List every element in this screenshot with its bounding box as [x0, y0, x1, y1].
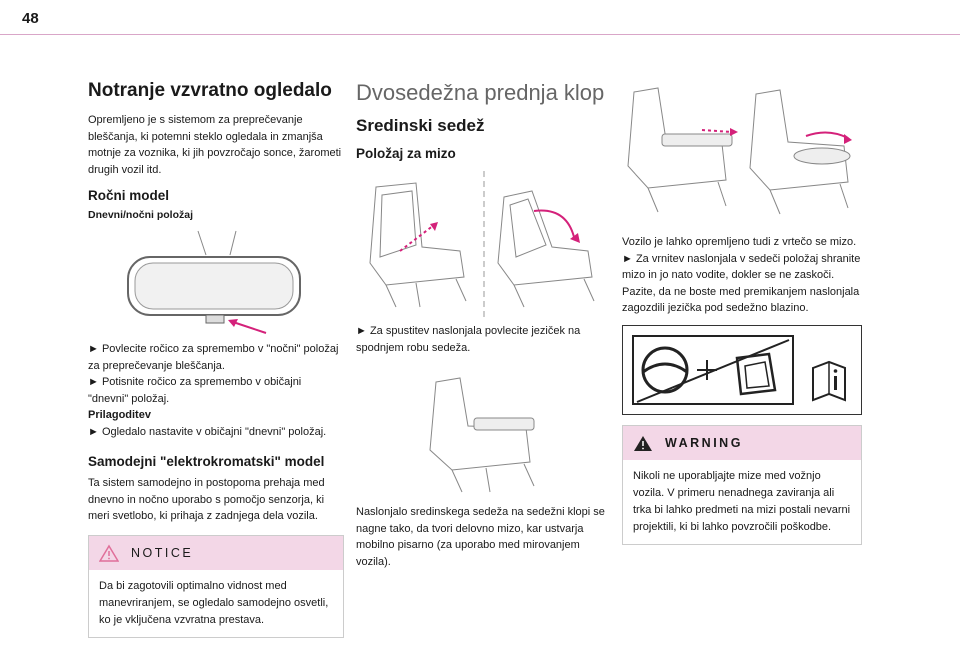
- mirror-step-2: ► Potisnite ročico za spremembo v običaj…: [88, 376, 302, 405]
- notice-title: NOTICE: [131, 545, 194, 560]
- table-text-2: ► Za vrnitev naslonjala v sedeči položaj…: [622, 252, 861, 282]
- warning-header: WARNING: [623, 425, 861, 460]
- warning-triangle-icon: [634, 435, 652, 451]
- airbag-steering-icon: [641, 346, 689, 393]
- bench-step-1: ► Za spustitev naslonjala povlecite jezi…: [356, 325, 581, 354]
- table-text-1: Vozilo je lahko opremljeno tudi z vrtečo…: [622, 236, 857, 248]
- airbag-warning-pictogram: [622, 324, 862, 415]
- seat-fold-illustration: [369, 171, 595, 317]
- mirror-step-1: ► Povlecite ročico za spremembo v "nočni…: [88, 343, 339, 372]
- warning-text: Nikoli ne uporabljajte mize med vožnjo v…: [633, 469, 851, 533]
- notice-header: NOTICE: [89, 535, 343, 570]
- section-title-mirror: Notranje vzvratno ogledalo: [88, 80, 332, 101]
- daynight-title: Dnevni/nočni položaj: [88, 209, 194, 221]
- child-seat-icon: [735, 352, 777, 395]
- electrochromic-title: Samodejni "elektrokromatski" model: [88, 454, 325, 469]
- mirror-illustration: [127, 230, 301, 334]
- column-table: Vozilo je lahko opremljeno tudi z vrtečo…: [622, 80, 862, 545]
- center-seat-title: Sredinski sedež: [356, 116, 485, 135]
- mirror-intro: Opremljeno je s sistemom za preprečevanj…: [88, 114, 342, 176]
- manual-model-title: Ročni model: [88, 188, 170, 203]
- warning-title: WARNING: [665, 435, 743, 450]
- mirror-step-3: ► Ogledalo nastavite v običajni "dnevni"…: [88, 425, 327, 438]
- manual-info-icon: [812, 360, 846, 401]
- electrochromic-text: Ta sistem samodejno in postopoma prehaja…: [88, 477, 325, 522]
- desk-seat-illustration: [429, 377, 535, 493]
- column-bench: Dvosedežna prednja klop Sredinski sedež …: [356, 80, 612, 570]
- bench-text-2: Naslonjalo sredinskega sedeža na sedežni…: [356, 506, 605, 568]
- column-mirror: Notranje vzvratno ogledalo Opremljeno je…: [88, 80, 344, 638]
- notice-text: Da bi zagotovili optimalno vidnost med m…: [99, 579, 329, 626]
- notice-box: NOTICE Da bi zagotovili optimalno vidnos…: [88, 534, 344, 638]
- page-number: 48: [22, 10, 39, 27]
- header-rule: [0, 34, 960, 35]
- warning-box: WARNING Nikoli ne uporabljajte mize med …: [622, 424, 862, 545]
- table-text-3: Pazite, da ne boste med premikanjem nasl…: [622, 285, 860, 315]
- swivel-table-illustration: [627, 87, 852, 215]
- adjust-title: Prilagoditev: [88, 409, 151, 421]
- warning-triangle-icon: [99, 544, 119, 562]
- table-position-title: Položaj za mizo: [356, 146, 456, 161]
- section-title-bench: Dvosedežna prednja klop: [356, 80, 605, 105]
